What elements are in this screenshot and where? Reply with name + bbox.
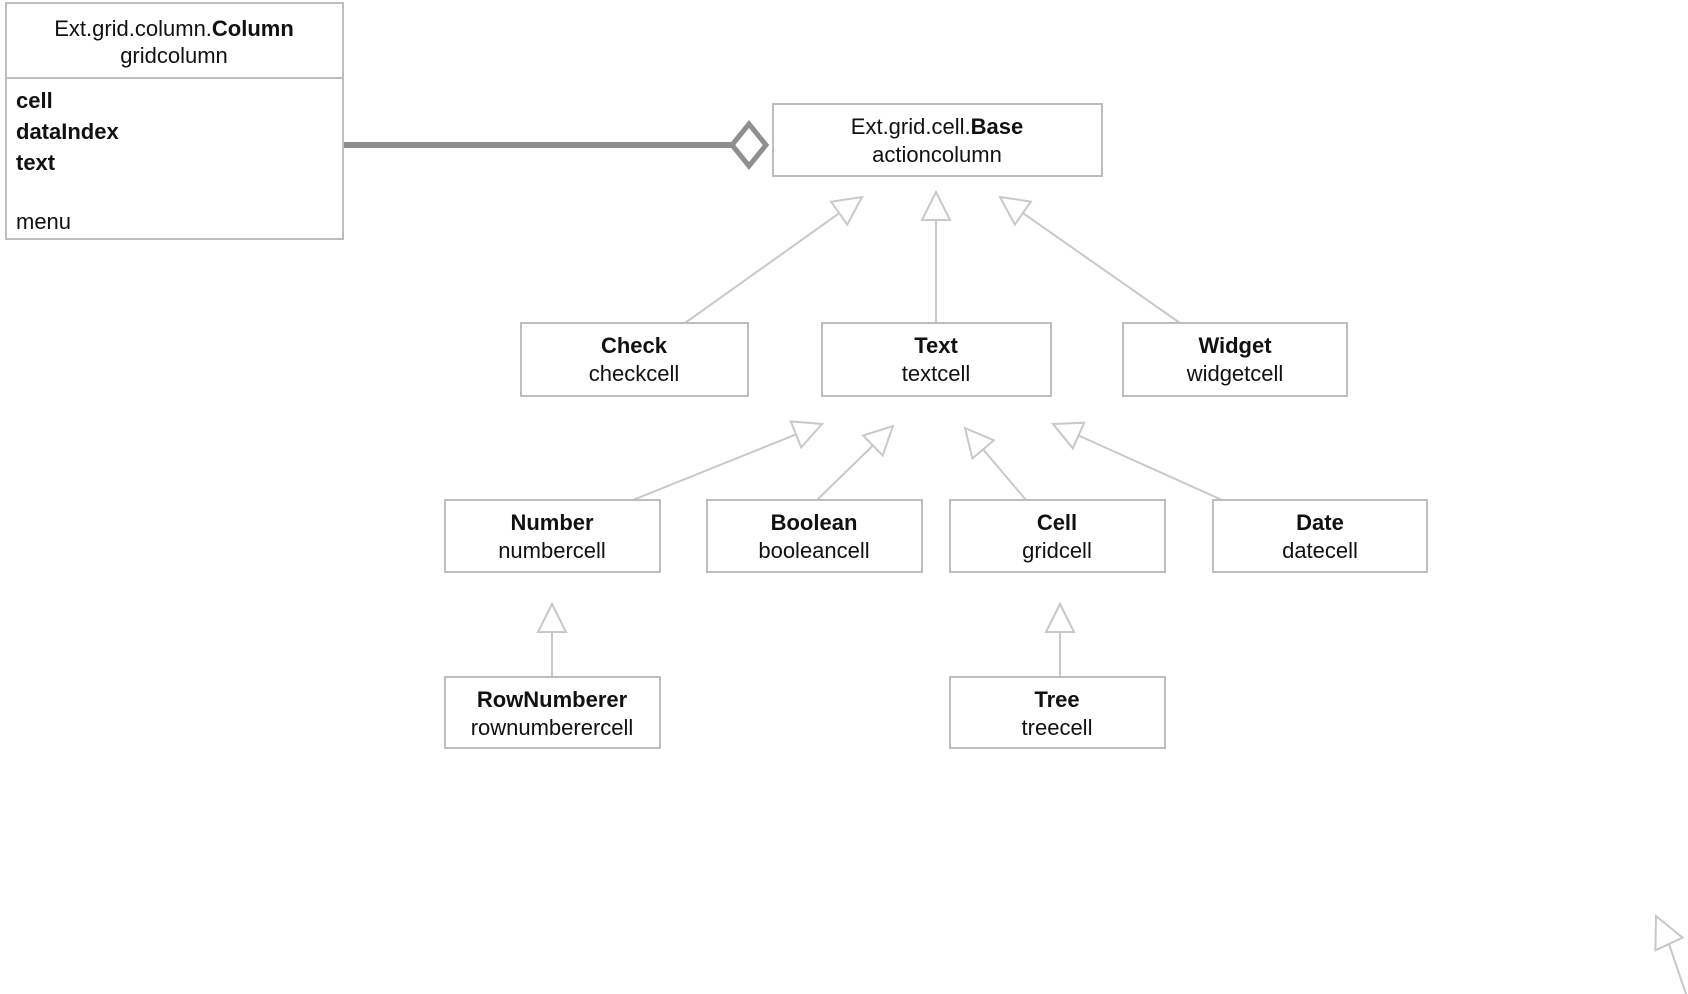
- generalization-arrow-number-to-text: [632, 420, 825, 501]
- class-box: [444, 499, 661, 573]
- generalization-arrow-text-to-base: [920, 189, 952, 323]
- class-node-number: Number numbercell: [444, 499, 661, 573]
- class-node-text: Text textcell: [821, 322, 1052, 397]
- class-alias: numbercell: [498, 538, 606, 563]
- class-box: [444, 676, 661, 749]
- class-alias: booleancell: [758, 538, 869, 563]
- class-box: [1212, 499, 1428, 573]
- aggregation-diamond-icon: [728, 120, 770, 170]
- generalization-arrowhead-icon: [829, 195, 864, 227]
- class-box: [772, 103, 1103, 177]
- edge-line: [632, 433, 797, 501]
- edge-line: [684, 212, 840, 324]
- class-alias: datecell: [1282, 538, 1358, 563]
- config-item: text: [16, 150, 56, 175]
- class-node-date: Date datecell: [1212, 499, 1428, 573]
- class-title: Ext.grid.cell.Base: [851, 114, 1023, 139]
- class-alias: textcell: [902, 361, 970, 386]
- class-box: [949, 676, 1166, 749]
- generalization-arrow-widget-to-base: [998, 195, 1181, 324]
- generalization-arrow-date-to-text: [1050, 421, 1223, 501]
- class-title: RowNumberer: [477, 687, 628, 712]
- class-node-column: Ext.grid.column.Column gridcolumn cell d…: [5, 2, 344, 240]
- edge-line: [1078, 434, 1223, 501]
- generalization-arrowhead-icon: [861, 424, 895, 458]
- config-item: cell: [16, 88, 53, 113]
- edge-line: [1668, 943, 1688, 994]
- class-node-check: Check checkcell: [520, 322, 749, 397]
- class-title: Widget: [1198, 333, 1272, 358]
- class-title: Cell: [1037, 510, 1077, 535]
- class-alias: rownumberercell: [471, 715, 634, 740]
- class-node-base: Ext.grid.cell.Base actioncolumn: [772, 103, 1103, 177]
- class-title: Tree: [1034, 687, 1079, 712]
- class-alias: actioncolumn: [872, 142, 1002, 167]
- generalization-arrowhead-icon: [536, 601, 568, 633]
- class-title: Check: [601, 333, 668, 358]
- generalization-arrow-offscreen: [1654, 913, 1688, 994]
- config-item: dataIndex: [16, 119, 119, 144]
- generalization-arrow-rownumberer-to-number: [536, 601, 568, 677]
- class-node-widget: Widget widgetcell: [1122, 322, 1348, 397]
- class-title: Ext.grid.column.Column: [54, 16, 294, 41]
- class-alias: checkcell: [589, 361, 679, 386]
- generalization-arrowhead-icon: [789, 420, 825, 450]
- generalization-arrow-boolean-to-text: [816, 424, 895, 501]
- column-box: [5, 2, 344, 240]
- generalization-arrowhead-icon: [1050, 421, 1086, 451]
- generalization-arrowhead-icon: [920, 189, 952, 221]
- generalization-arrowhead-icon: [1044, 601, 1076, 633]
- aggregation-connector: [343, 120, 770, 170]
- class-box: [821, 322, 1052, 397]
- class-box: [520, 322, 749, 397]
- edge-line: [1022, 212, 1181, 324]
- class-alias: gridcell: [1022, 538, 1092, 563]
- class-box: [706, 499, 923, 573]
- config-item: menu: [16, 209, 71, 234]
- class-title: Text: [914, 333, 958, 358]
- class-alias: widgetcell: [1186, 361, 1284, 386]
- generalization-arrow-tree-to-cell: [1044, 601, 1076, 677]
- class-node-cell: Cell gridcell: [949, 499, 1166, 573]
- class-node-tree: Tree treecell: [949, 676, 1166, 749]
- class-node-boolean: Boolean booleancell: [706, 499, 923, 573]
- class-box: [949, 499, 1166, 573]
- class-title: Number: [510, 510, 594, 535]
- class-alias: treecell: [1022, 715, 1093, 740]
- generalization-arrow-cell-to-text: [963, 426, 1027, 501]
- generalization-arrowhead-icon: [963, 426, 996, 461]
- class-box: [1122, 322, 1348, 397]
- class-alias: gridcolumn: [120, 43, 228, 68]
- class-node-rownumberer: RowNumberer rownumberercell: [444, 676, 661, 749]
- edge-line: [982, 448, 1027, 501]
- class-title: Boolean: [771, 510, 858, 535]
- class-title: Date: [1296, 510, 1344, 535]
- generalization-arrow-check-to-base: [684, 195, 864, 324]
- generalization-arrowhead-icon: [998, 195, 1033, 227]
- generalization-arrowhead-icon: [1654, 913, 1685, 952]
- edge-line: [816, 444, 874, 501]
